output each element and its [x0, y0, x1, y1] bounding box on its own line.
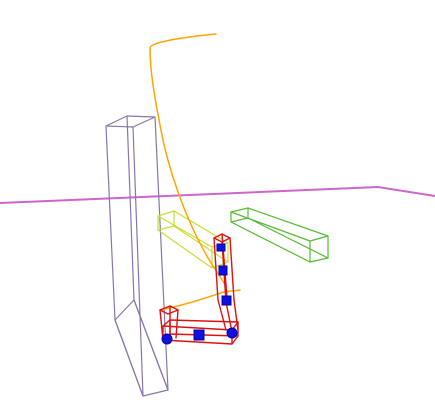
- joint-elbow: [226, 327, 238, 339]
- joint-middle: [221, 295, 232, 306]
- joint-upper: [218, 265, 228, 276]
- joint-top: [216, 243, 226, 252]
- orange-trajectory: [149, 33, 225, 284]
- robot-arm-joints: [161, 243, 238, 345]
- yellow-target-box: [157, 210, 229, 269]
- joint-base-center: [193, 329, 205, 341]
- robot-arm-links: [159, 233, 239, 345]
- orange-trajectory-tail: [159, 289, 241, 311]
- tall-column-box: [105, 115, 169, 397]
- joint-base-left: [161, 333, 173, 345]
- ground-plane-line: [0, 186, 435, 204]
- green-target-box: [230, 207, 329, 263]
